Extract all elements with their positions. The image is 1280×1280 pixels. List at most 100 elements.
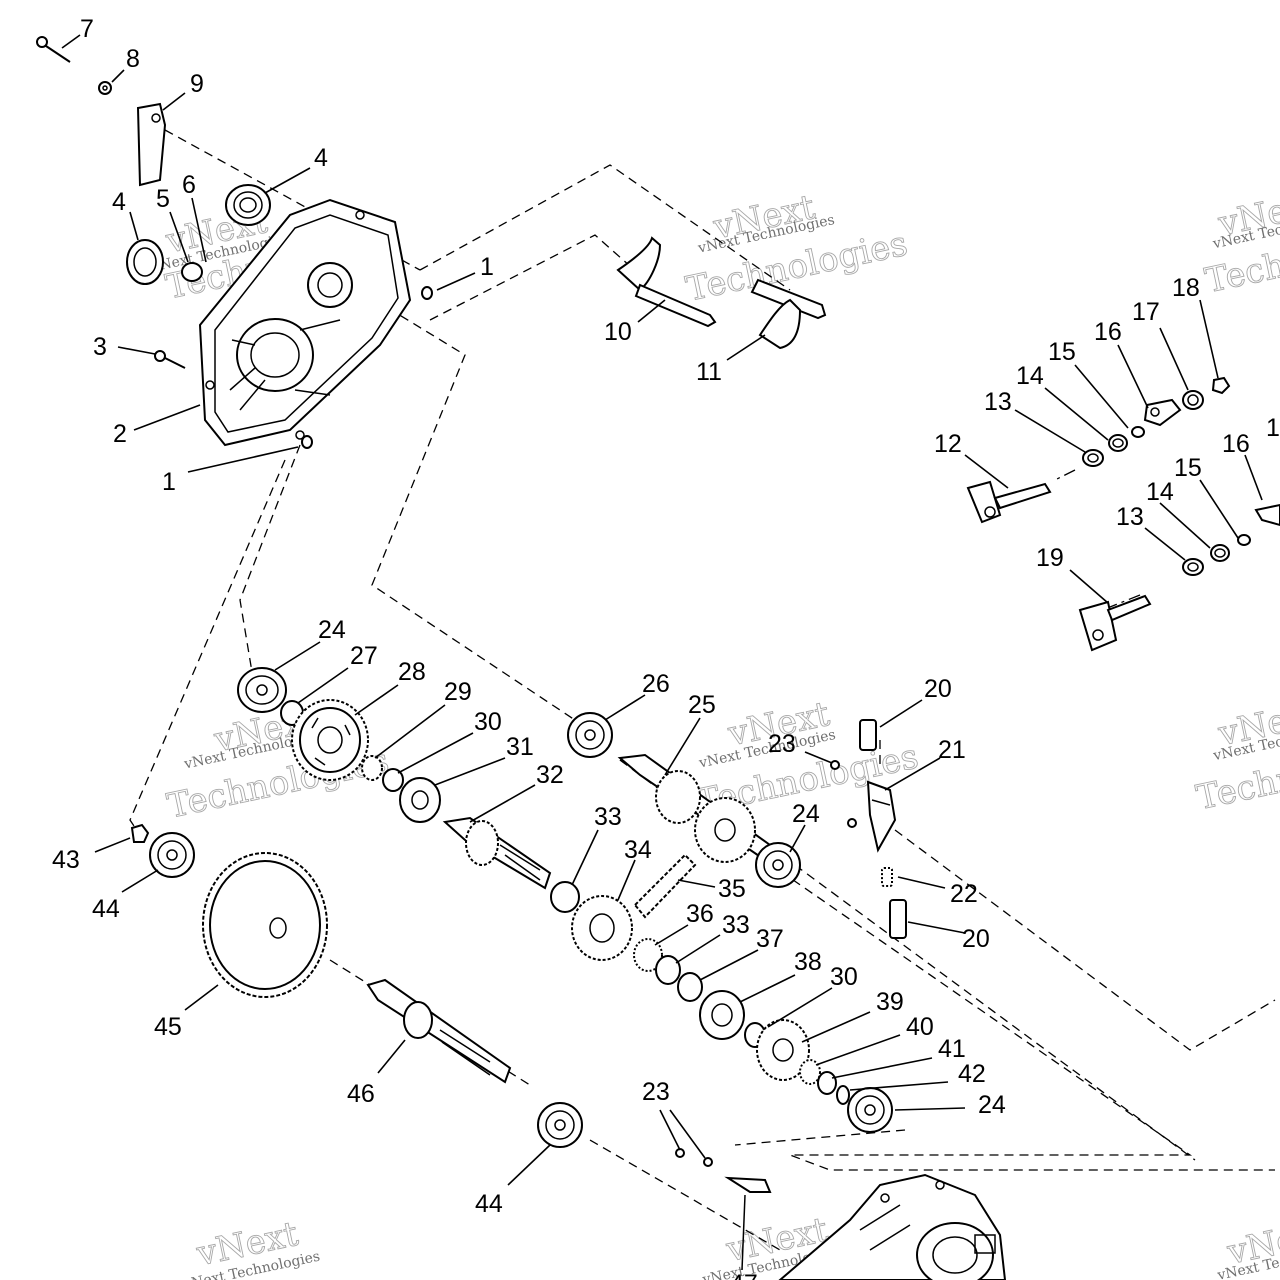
callout-19: 19: [1036, 544, 1064, 572]
bearing-44-upper: [149, 832, 195, 878]
washer-14-upper: [1108, 434, 1128, 452]
callout-1: 1: [162, 468, 176, 496]
spring-pin-23-lower: [675, 1148, 713, 1167]
ring-33-lower: [655, 955, 681, 985]
shift-fork-10: [616, 236, 717, 328]
ring-15-upper: [1131, 426, 1145, 438]
callouts: 7 8 9 4 4 5 6 1 1 3 2 10 11 18 17 16 15 …: [52, 15, 1280, 1280]
leader-lines: [61, 34, 1263, 1186]
callout-5: 5: [156, 185, 170, 213]
main-case: [778, 1173, 1007, 1280]
callout-9: 9: [190, 70, 204, 98]
callout-26: 26: [642, 670, 670, 698]
ring-15-lower: [1237, 534, 1251, 546]
spring-pin-23-upper: [830, 760, 857, 828]
washer-8: [98, 81, 112, 95]
shift-rail-assembly-21: [859, 719, 907, 939]
callout-10: 10: [604, 318, 632, 346]
chain-35: [633, 853, 697, 919]
washer-13-lower: [1182, 558, 1204, 576]
callout-4: 4: [314, 144, 328, 172]
callout-40: 40: [906, 1013, 934, 1041]
callout-7: 7: [80, 15, 94, 43]
dowel-1-lower: [301, 435, 313, 449]
callout-11: 11: [696, 358, 722, 386]
callout-24: 24: [978, 1091, 1006, 1119]
gear-39: [756, 1019, 810, 1081]
callout-20: 20: [924, 675, 952, 703]
callout-44: 44: [475, 1190, 503, 1218]
callout-15: 15: [1048, 338, 1076, 366]
bearing-40: [799, 1059, 821, 1085]
callout-3: 3: [93, 333, 107, 361]
callout-13: 13: [984, 388, 1012, 416]
callout-33: 33: [722, 911, 750, 939]
callout-29: 29: [444, 678, 472, 706]
gear-45: [202, 852, 328, 998]
callout-36: 36: [686, 900, 714, 928]
callout-25: 25: [688, 691, 716, 719]
callout-17-partial: 1: [1266, 414, 1280, 442]
callout-22: 22: [950, 880, 978, 908]
case-cover-2: [198, 198, 412, 447]
callout-21: 21: [938, 736, 966, 764]
callout-20: 20: [962, 925, 990, 953]
callout-4: 4: [112, 188, 126, 216]
callout-38: 38: [794, 948, 822, 976]
shift-fork-11: [750, 278, 827, 350]
nut-43: [130, 823, 150, 843]
lever-16-upper: [1143, 398, 1182, 427]
callout-23: 23: [642, 1078, 670, 1106]
collar-31: [399, 777, 441, 823]
callout-28: 28: [398, 658, 426, 686]
bearing-26: [567, 712, 613, 758]
washer-30-upper: [382, 768, 404, 792]
shift-shaft-19: [1078, 594, 1152, 652]
callout-32: 32: [536, 761, 564, 789]
washer-37: [677, 972, 703, 1002]
callout-30: 30: [830, 963, 858, 991]
callout-24: 24: [792, 800, 820, 828]
hub-38: [699, 990, 745, 1040]
callout-43: 43: [52, 846, 80, 874]
callout-16: 16: [1094, 318, 1122, 346]
washer-14-lower: [1210, 544, 1230, 562]
callout-12: 12: [934, 430, 962, 458]
output-shaft-46: [366, 978, 512, 1084]
callout-17: 17: [1132, 298, 1160, 326]
callout-33: 33: [594, 803, 622, 831]
callout-27: 27: [350, 642, 378, 670]
callout-41: 41: [938, 1035, 966, 1063]
callout-45: 45: [154, 1013, 182, 1041]
callout-23: 23: [768, 730, 796, 758]
washer-41: [817, 1071, 837, 1095]
bearing-24-lower: [847, 1087, 893, 1133]
callout-24: 24: [318, 616, 346, 644]
bearing-24-right: [755, 842, 801, 888]
callout-18: 18: [1172, 274, 1200, 302]
callout-31: 31: [506, 733, 534, 761]
callout-47-partial: 47: [730, 1270, 758, 1280]
washer-13-upper: [1082, 449, 1104, 467]
callout-30: 30: [474, 708, 502, 736]
bracket-9: [136, 102, 167, 187]
seal-4-left: [126, 239, 164, 285]
bearing-36: [633, 938, 663, 972]
shaft-32: [442, 816, 552, 890]
gear-28: [291, 699, 369, 781]
ring-42: [836, 1085, 850, 1105]
seal-4-upper: [225, 184, 271, 226]
callout-14: 14: [1146, 478, 1174, 506]
callout-16: 16: [1222, 430, 1250, 458]
callout-14: 14: [1016, 362, 1044, 390]
callout-6: 6: [182, 171, 196, 199]
gear-34: [571, 895, 633, 961]
callout-13: 13: [1116, 503, 1144, 531]
callout-44: 44: [92, 895, 120, 923]
dowel-1-upper: [421, 286, 433, 300]
bearing-29: [361, 755, 383, 781]
bearing-24-upper-left: [237, 667, 287, 713]
callout-39: 39: [876, 988, 904, 1016]
callout-1: 1: [480, 253, 494, 281]
